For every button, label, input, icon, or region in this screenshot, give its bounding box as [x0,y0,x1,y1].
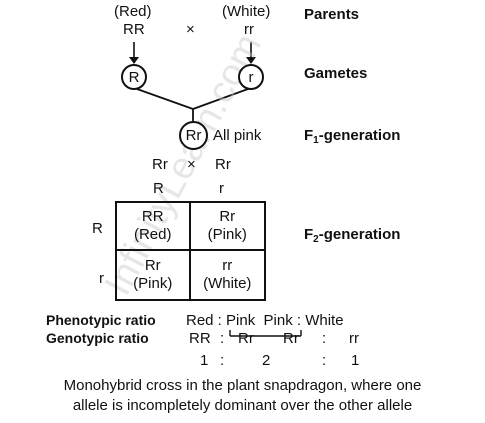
left-gamete-label: R [128,68,140,86]
f1-label-prefix: F [304,127,314,144]
genotype-RR: RR [189,330,211,347]
punnett-cell: Rr (Pink) [117,251,191,299]
genotype-rr: rr [349,330,359,347]
ratio-number-1: 1 [200,352,209,369]
gametes-label: Gametes [304,65,368,82]
f2-label-prefix: F [304,226,314,243]
cell-phenotype: (Red) [133,226,172,243]
left-gamete-circle: R [121,64,147,90]
f2-label-suffix: -generation [318,226,401,243]
genotypic-separator: : [220,330,225,347]
cell-genotype: Rr [144,257,161,274]
punnett-row-header-r: r [99,270,104,287]
f1-cross-right: Rr [215,156,231,173]
parents-label: Parents [304,6,360,23]
cell-phenotype: (Pink) [207,226,247,243]
left-parent-arrowhead [129,57,139,64]
ratio-number-separator: : [322,352,327,369]
right-gamete-label: r [248,68,254,86]
cell-phenotype: (Pink) [133,275,173,292]
cell-phenotype: (White) [203,275,252,292]
caption-line-1: Monohybrid cross in the plant snapdragon… [63,377,422,394]
parents-cross-symbol: × [186,21,195,38]
left-gamete-branch [136,88,194,110]
right-parent-phenotype: (White) [222,3,271,20]
punnett-square: RR (Red) Rr (Pink) Rr (Pink) rr (White) [115,201,266,301]
ratio-number-2: 2 [262,352,271,369]
genotype-Rr-second: Rr [283,330,299,347]
f1-label-subscript: 1 [313,135,319,146]
f2-label-subscript: 2 [313,234,319,245]
left-parent-phenotype: (Red) [114,3,152,20]
ratio-number-1: 1 [351,352,360,369]
punnett-cell: rr (White) [191,251,265,299]
f1-gamete-right: r [219,180,224,197]
left-parent-genotype: RR [123,21,145,38]
cell-genotype: RR [141,208,164,225]
f1-circle: Rr [179,121,208,150]
right-parent-arrowhead [246,57,256,64]
f2-generation-label: F2-generation [304,226,400,248]
f1-cross-symbol: × [187,156,196,173]
right-gamete-branch [192,88,249,110]
punnett-cell: Rr (Pink) [190,203,264,251]
f1-gamete-left: R [153,180,164,197]
ratio-number-separator: : [220,352,225,369]
f1-genotype: Rr [185,127,202,144]
punnett-row-header-R: R [92,220,103,237]
f1-description: All pink [213,127,262,144]
genotype-Rr-first: Rr [238,330,254,347]
phenotypic-ratio-label: Phenotypic ratio [46,312,156,328]
f1-label-suffix: -generation [318,127,401,144]
cell-genotype: Rr [219,208,236,225]
f1-generation-label: F1-generation [304,127,400,149]
f1-cross-left: Rr [152,156,168,173]
cell-genotype: rr [222,257,233,274]
right-parent-genotype: rr [244,21,254,38]
figure-caption: Monohybrid cross in the plant snapdragon… [0,376,485,416]
caption-line-2: allele is incompletely dominant over the… [72,397,413,414]
phenotypic-ratio-values: Red : Pink Pink : White [186,312,344,329]
punnett-cell: RR (Red) [117,203,191,251]
right-gamete-circle: r [238,64,264,90]
genotypic-ratio-label: Genotypic ratio [46,330,149,346]
genotypic-separator: : [322,330,327,347]
